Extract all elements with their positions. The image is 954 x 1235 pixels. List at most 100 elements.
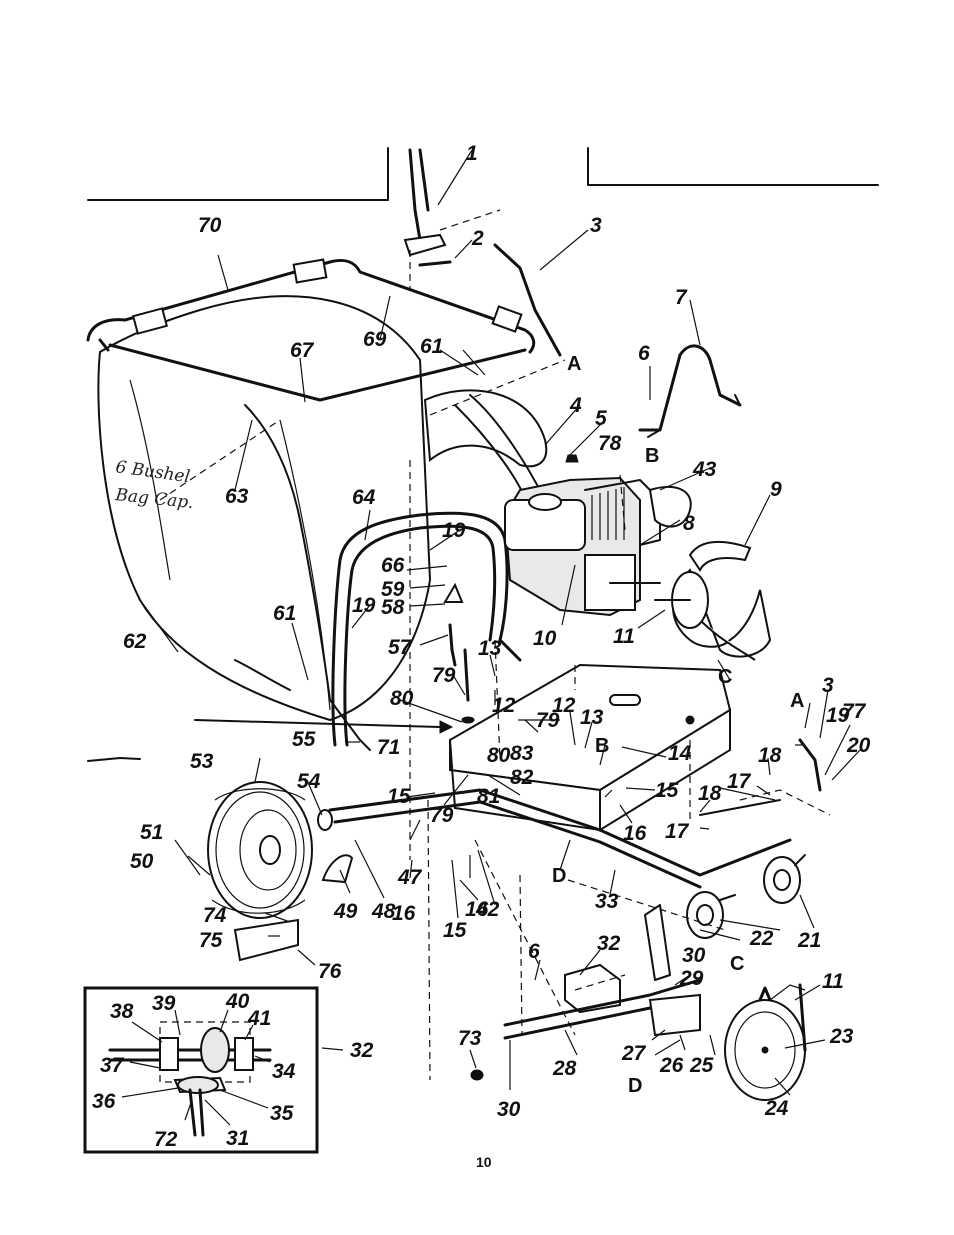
fan-drawing xyxy=(654,540,772,661)
part-label: 13 xyxy=(580,706,604,729)
part-label: 9 xyxy=(770,478,782,501)
part-label: 8 xyxy=(683,512,695,535)
part-label: 17 xyxy=(665,820,690,843)
part-label: 27 xyxy=(621,1042,647,1065)
part-label: 51 xyxy=(140,821,163,844)
part-label: 6 xyxy=(638,342,650,365)
part-label: 7 xyxy=(675,286,688,309)
part-label: 42 xyxy=(475,898,500,921)
caster-wheels-drawing xyxy=(686,854,806,939)
part-label: 10 xyxy=(533,627,557,650)
part-label: 53 xyxy=(190,750,214,773)
part-label: 31 xyxy=(226,1127,249,1150)
part-label: 16 xyxy=(623,822,647,845)
part-label: 76 xyxy=(318,960,342,983)
part-label: 16 xyxy=(392,902,416,925)
part-label: 80 xyxy=(487,744,511,767)
part-label: 3 xyxy=(590,214,602,237)
part-label: 22 xyxy=(749,927,774,950)
part-label: 19 xyxy=(442,519,466,542)
part-label: 73 xyxy=(458,1027,482,1050)
part-label: 36 xyxy=(92,1090,116,1113)
part-label: 13 xyxy=(478,637,502,660)
part-label: 61 xyxy=(420,335,443,358)
part-label: 75 xyxy=(199,929,223,952)
small-parts-drawing xyxy=(233,148,822,1081)
part-label: 15 xyxy=(443,919,467,942)
ref-letter: B xyxy=(595,735,609,757)
part-label: 32 xyxy=(597,932,621,955)
ref-letter: C xyxy=(730,953,744,975)
header-frame xyxy=(87,147,879,201)
part-label: 39 xyxy=(152,992,176,1015)
leader-lines xyxy=(142,149,861,1096)
part-label: 15 xyxy=(655,779,679,802)
part-label: 2 xyxy=(471,227,484,250)
part-label: 23 xyxy=(829,1025,854,1048)
part-label: 1 xyxy=(466,142,478,165)
part-label: 67 xyxy=(290,339,315,362)
part-label: 71 xyxy=(377,736,400,759)
ref-letter: B xyxy=(645,445,659,467)
part-label: 15 xyxy=(387,785,411,808)
part-label: 43 xyxy=(692,458,717,481)
part-label: 5 xyxy=(595,407,607,430)
part-label: 25 xyxy=(689,1054,714,1077)
inset-part-label: 32 xyxy=(350,1039,374,1062)
part-label: 18 xyxy=(698,782,722,805)
part-label: 29 xyxy=(679,967,704,990)
part-label: 16 xyxy=(465,898,489,921)
part-label: 80 xyxy=(390,687,414,710)
part-label: 59 xyxy=(381,578,405,601)
part-label: 12 xyxy=(552,694,576,717)
part-label: 30 xyxy=(497,1098,521,1121)
part-label: 20 xyxy=(846,734,871,757)
ref-letter: D xyxy=(628,1075,642,1097)
part-label: 40 xyxy=(225,990,250,1013)
part-label: 4 xyxy=(569,394,582,417)
page-number: 10 xyxy=(476,1154,492,1170)
part-label: 77 xyxy=(842,700,867,723)
dash-lines xyxy=(159,209,831,1081)
part-label: 19 xyxy=(826,704,850,727)
part-label: 79 xyxy=(536,709,560,732)
part-label: 81 xyxy=(477,785,500,808)
part-label: 72 xyxy=(154,1128,178,1151)
part-label: 79 xyxy=(430,804,454,827)
part-label: 70 xyxy=(198,214,222,237)
pointer-arrow xyxy=(87,719,454,762)
engine-drawing xyxy=(503,454,692,617)
bracket-drawing xyxy=(638,344,742,438)
part-label: 14 xyxy=(668,742,692,765)
handle-drawing xyxy=(331,511,522,747)
part-label: 48 xyxy=(371,900,396,923)
part-label: 66 xyxy=(381,554,405,577)
part-label: 64 xyxy=(352,486,376,509)
part-label: 49 xyxy=(333,900,358,923)
part-label: 58 xyxy=(381,596,405,619)
part-label: 18 xyxy=(758,744,782,767)
part-label: 55 xyxy=(292,728,316,751)
part-label: 74 xyxy=(203,904,227,927)
ref-letter: A xyxy=(790,690,804,712)
part-label: 35 xyxy=(270,1102,294,1125)
part-label: 61 xyxy=(273,602,296,625)
part-label: 21 xyxy=(797,929,821,952)
drive-assembly-drawing xyxy=(503,904,807,1101)
part-label: 63 xyxy=(225,485,249,508)
part-label: 47 xyxy=(397,866,423,889)
part-label: 34 xyxy=(272,1060,296,1083)
part-label: 30 xyxy=(682,944,706,967)
part-label: 24 xyxy=(764,1097,789,1120)
part-label: 6 xyxy=(528,940,540,963)
part-label: 37 xyxy=(100,1054,125,1077)
ref-letter: A xyxy=(567,353,581,375)
part-label: 54 xyxy=(297,770,321,793)
part-label: 82 xyxy=(510,766,534,789)
part-labels: 1 2 3 3 4 5 6 6 7 8 9 10 11 11 12 12 13 … xyxy=(92,142,871,1151)
part-label: 11 xyxy=(613,625,635,648)
part-label: 19 xyxy=(352,594,376,617)
ref-letter: D xyxy=(552,865,566,887)
reference-letters: A B C D A B C D xyxy=(552,353,804,1097)
ref-letter: C xyxy=(718,666,732,688)
